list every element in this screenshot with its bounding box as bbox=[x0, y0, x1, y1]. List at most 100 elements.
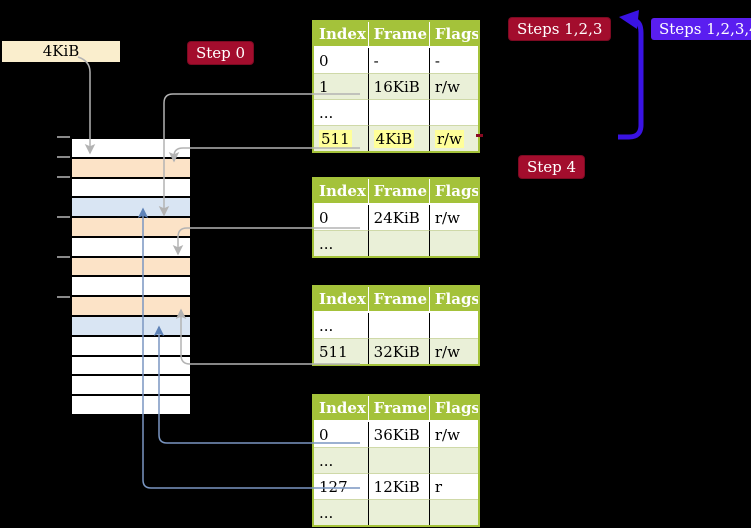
column-header-index: Index bbox=[314, 287, 369, 313]
cell-index: 127 bbox=[314, 474, 369, 500]
table-row: 0 24KiB r/w bbox=[314, 205, 478, 231]
cell-index: ... bbox=[314, 448, 369, 474]
steps123-badge: Steps 1,2,3 bbox=[509, 18, 611, 40]
column-header-index: Index bbox=[314, 22, 369, 48]
table-row: 0 36KiB r/w bbox=[314, 422, 478, 448]
column-header-frame: Frame bbox=[368, 22, 430, 48]
page-table-top: Index Frame Flags 0 - - 1 16KiB r/w ... … bbox=[312, 20, 480, 153]
column-header-flags: Flags bbox=[429, 287, 478, 313]
table-row: 1 16KiB r/w bbox=[314, 74, 478, 100]
cell-frame bbox=[368, 100, 430, 126]
cell-frame: 12KiB bbox=[368, 474, 430, 500]
cell-frame bbox=[368, 313, 430, 339]
memory-tick bbox=[57, 216, 70, 218]
cell-frame bbox=[368, 448, 430, 474]
memory-frame-row bbox=[72, 218, 190, 236]
cell-frame bbox=[368, 500, 430, 525]
thick-loop-arrow bbox=[618, 17, 644, 140]
table-row: ... bbox=[314, 500, 478, 525]
page-table-second: Index Frame Flags 0 24KiB r/w ... bbox=[312, 177, 480, 258]
memory-frame-row bbox=[72, 317, 190, 335]
cell-index: 0 bbox=[314, 422, 369, 448]
cell-flags bbox=[429, 500, 478, 525]
cell-index: ... bbox=[314, 500, 369, 525]
table-row: ... bbox=[314, 100, 478, 126]
cell-frame: 16KiB bbox=[368, 74, 430, 100]
table-row-highlighted: 511 4KiB r/w bbox=[314, 126, 478, 151]
table-row: ... bbox=[314, 313, 478, 339]
table-header-row: Index Frame Flags bbox=[314, 22, 478, 48]
cell-index: 1 bbox=[314, 74, 369, 100]
memory-frame-row bbox=[72, 178, 190, 197]
column-header-flags: Flags bbox=[429, 179, 478, 205]
cell-flags: r/w bbox=[429, 205, 478, 231]
cell-flags bbox=[429, 231, 478, 256]
column-header-flags: Flags bbox=[429, 22, 478, 48]
cell-frame: 24KiB bbox=[368, 205, 430, 231]
cell-frame: 36KiB bbox=[368, 422, 430, 448]
memory-frame-row bbox=[72, 376, 190, 395]
step4-badge: Step 4 bbox=[519, 156, 585, 178]
thick-loop-arrowhead bbox=[619, 10, 639, 29]
column-header-frame: Frame bbox=[368, 287, 430, 313]
cell-flags: r bbox=[429, 474, 478, 500]
memory-frame-row bbox=[72, 139, 190, 157]
cell-flags bbox=[429, 448, 478, 474]
steps1234-badge: Steps 1,2,3,4 bbox=[651, 18, 751, 40]
table-header-row: Index Frame Flags bbox=[314, 179, 478, 205]
memory-tick bbox=[57, 156, 70, 158]
cell-flags: r/w bbox=[429, 74, 478, 100]
memory-tick bbox=[57, 256, 70, 258]
cell-index: ... bbox=[314, 231, 369, 256]
cell-index: 0 bbox=[314, 48, 369, 74]
cell-frame: - bbox=[368, 48, 430, 74]
memory-frame-row bbox=[72, 297, 190, 316]
physical-memory-column bbox=[70, 137, 192, 416]
memory-frame-row bbox=[72, 237, 190, 256]
cell-index: 0 bbox=[314, 205, 369, 231]
cell-flags: r/w bbox=[429, 422, 478, 448]
table-row: ... bbox=[314, 231, 478, 256]
cell-index: ... bbox=[314, 313, 369, 339]
memory-frame-row bbox=[72, 158, 190, 177]
memory-frame-row bbox=[72, 277, 190, 296]
cell-index: ... bbox=[314, 100, 369, 126]
memory-frame-row bbox=[72, 356, 190, 375]
cell-frame bbox=[368, 231, 430, 256]
cell-frame: 32KiB bbox=[368, 339, 430, 364]
cell-flags bbox=[429, 313, 478, 339]
column-header-frame: Frame bbox=[368, 396, 430, 422]
column-header-frame: Frame bbox=[368, 179, 430, 205]
column-header-index: Index bbox=[314, 396, 369, 422]
cell-flags: r/w bbox=[429, 126, 478, 151]
page-table-bottom: Index Frame Flags 0 36KiB r/w ... 127 12… bbox=[312, 394, 480, 527]
cell-index: 511 bbox=[314, 126, 369, 151]
highlighted-value: 4KiB bbox=[373, 129, 415, 148]
table-row: 511 32KiB r/w bbox=[314, 339, 478, 364]
cell-flags: r/w bbox=[429, 339, 478, 364]
table-row: 127 12KiB r bbox=[314, 474, 478, 500]
memory-tick bbox=[57, 176, 70, 178]
page-size-label: 4KiB bbox=[2, 41, 120, 62]
memory-frame-row bbox=[72, 336, 190, 355]
table-row: ... bbox=[314, 448, 478, 474]
page-table-third: Index Frame Flags ... 511 32KiB r/w bbox=[312, 285, 480, 366]
cell-frame: 4KiB bbox=[368, 126, 430, 151]
memory-tick bbox=[57, 296, 70, 298]
cell-flags: - bbox=[429, 48, 478, 74]
red-dash-marker bbox=[476, 134, 483, 137]
table-header-row: Index Frame Flags bbox=[314, 287, 478, 313]
table-header-row: Index Frame Flags bbox=[314, 396, 478, 422]
table-row: 0 - - bbox=[314, 48, 478, 74]
memory-frame-row bbox=[72, 396, 190, 414]
column-header-flags: Flags bbox=[429, 396, 478, 422]
step0-badge: Step 0 bbox=[188, 42, 254, 64]
memory-frame-row bbox=[72, 257, 190, 276]
cell-flags bbox=[429, 100, 478, 126]
highlighted-value: r/w bbox=[434, 129, 464, 148]
column-header-index: Index bbox=[314, 179, 369, 205]
highlighted-value: 511 bbox=[319, 129, 352, 148]
memory-frame-row bbox=[72, 198, 190, 217]
cell-index: 511 bbox=[314, 339, 369, 364]
